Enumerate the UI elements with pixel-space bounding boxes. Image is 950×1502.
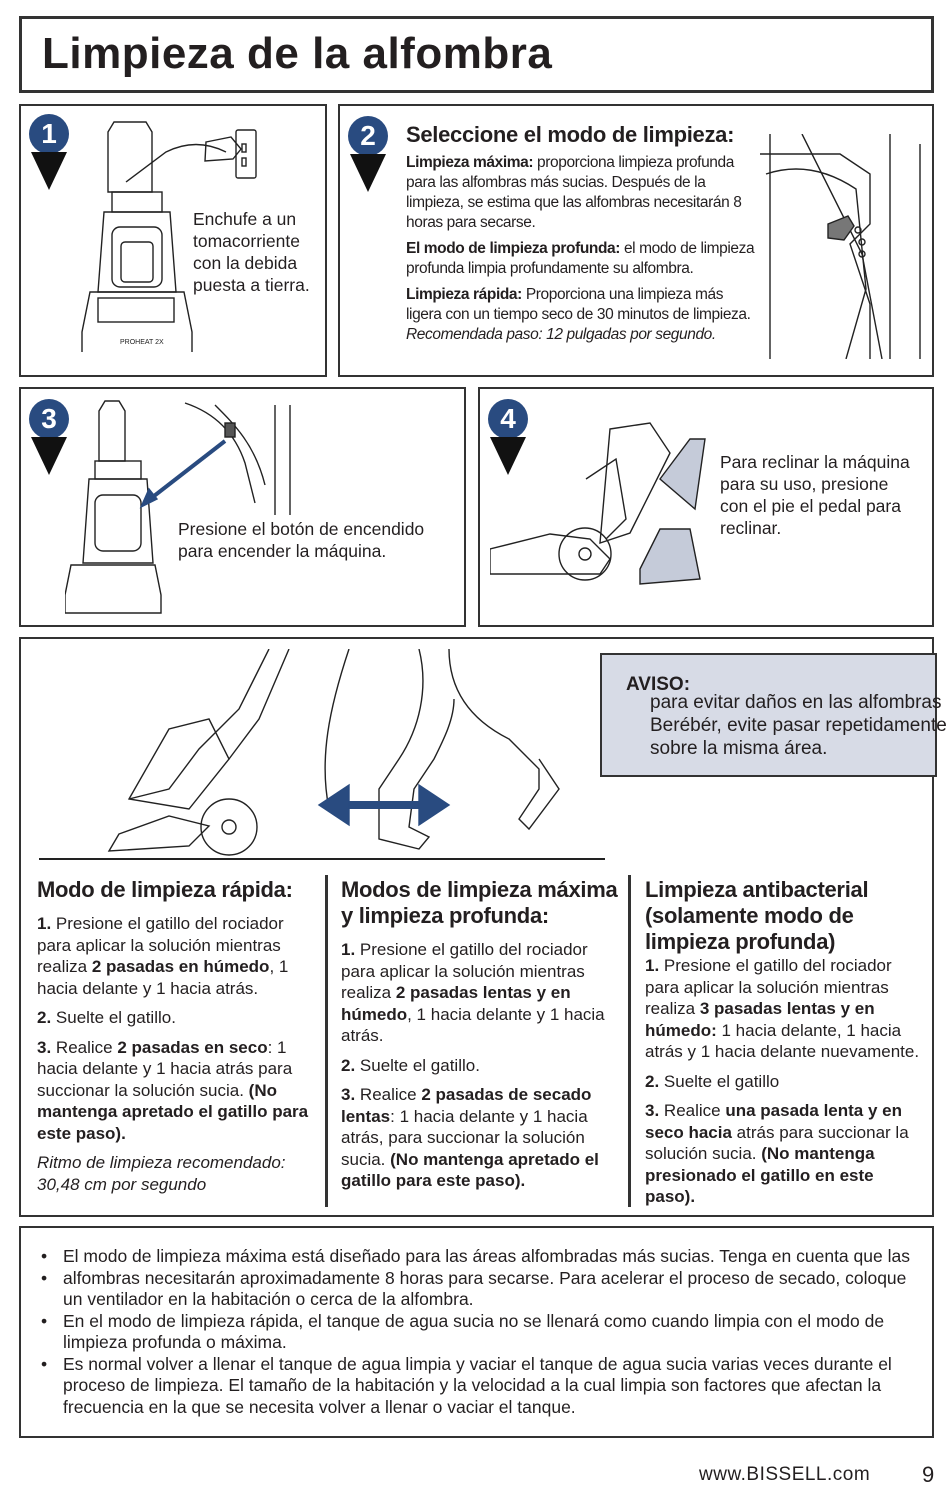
list-item: En el modo de limpieza rápida, el tanque… xyxy=(39,1311,924,1354)
quick-step-1: 1. Presione el gatillo del rociador para… xyxy=(37,914,289,998)
notes-box: El modo de limpieza máxima está diseñado… xyxy=(19,1226,934,1438)
column-divider xyxy=(628,875,631,1207)
step-3-text: Presione el botón de encendido para ence… xyxy=(178,519,425,561)
anti-step-1: 1. Presione el gatillo del rociador para… xyxy=(645,956,920,1061)
max-deep-mode-column: Modos de limpieza máxima y limpieza prof… xyxy=(341,877,621,1192)
anti-step-3: 3. Realice una pasada lenta y en seco ha… xyxy=(645,1101,909,1206)
anti-step-2: 2. Suelte el gatillo xyxy=(645,1071,780,1091)
step-3-badge: 3 xyxy=(29,399,69,475)
down-arrow-icon xyxy=(31,152,67,190)
page-number: 9 xyxy=(922,1462,935,1487)
list-item: alfombras necesitarán aproximadamente 8 … xyxy=(39,1268,924,1311)
max-deep-mode-title: Modos de limpieza máxima y limpieza prof… xyxy=(341,877,618,928)
quick-step-2: 2. Suelte el gatillo. xyxy=(37,1008,176,1027)
power-button-illustration xyxy=(65,400,291,614)
page-title: Limpieza de la alfombra xyxy=(42,29,553,78)
mode-max-desc: Limpieza máxima: proporciona limpieza pr… xyxy=(406,154,742,231)
down-arrow-icon xyxy=(31,437,67,475)
step-1-panel: 1 PROHEAT 2X Enchufe a un tomacorriente … xyxy=(19,104,327,377)
brand-label: PROHEAT 2X xyxy=(120,339,164,346)
step-2-title: Seleccione el modo de limpieza: xyxy=(406,122,735,147)
cleaning-modes-panel: AVISO: para evitar daños en las alfombra… xyxy=(19,637,947,1217)
notice-box: AVISO: para evitar daños en las alfombra… xyxy=(600,653,947,777)
footer-url: www.BISSELL.com xyxy=(699,1464,871,1485)
quick-pace-note: Ritmo de limpieza recomendado: 30,48 cm … xyxy=(37,1153,286,1194)
step-2-number: 2 xyxy=(348,116,388,156)
quick-step-3: 3. Realice 2 pasadas en seco: 1 hacia de… xyxy=(37,1037,309,1143)
quick-mode-title: Modo de limpieza rápida: xyxy=(37,877,293,902)
quick-mode-column: Modo de limpieza rápida: 1. Presione el … xyxy=(37,877,317,1195)
max-step-1: 1. Presione el gatillo del rociador para… xyxy=(341,940,605,1045)
step-1-badge: 1 xyxy=(29,114,69,190)
notice-text: AVISO: para evitar daños en las alfombra… xyxy=(626,674,947,759)
step-4-number: 4 xyxy=(488,399,528,439)
plug-in-illustration: PROHEAT 2X xyxy=(81,121,257,352)
max-step-2: 2. Suelte el gatillo. xyxy=(341,1055,480,1075)
down-arrow-icon xyxy=(490,437,526,475)
title-box: Limpieza de la alfombra xyxy=(19,16,934,93)
notes-list: El modo de limpieza máxima está diseñado… xyxy=(39,1246,924,1418)
step-3-panel: 3 Presione el botón de encendido para en… xyxy=(19,387,466,627)
mode-dial-illustration xyxy=(760,134,921,359)
mode-quick-desc: Limpieza rápida: Proporciona una limpiez… xyxy=(406,286,751,343)
step-4-text: Para reclinar la máquina para su uso, pr… xyxy=(720,452,910,538)
step-2-badge: 2 xyxy=(348,116,388,192)
antibacterial-column: Limpieza antibacterial (solamente modo d… xyxy=(645,877,925,1208)
antibacterial-title: Limpieza antibacterial (solamente modo d… xyxy=(645,877,869,954)
recline-pedal-illustration xyxy=(490,422,706,585)
down-arrow-icon xyxy=(350,154,386,192)
step-1-number: 1 xyxy=(29,114,69,154)
max-step-3: 3. Realice 2 pasadas de secado lentas: 1… xyxy=(341,1085,599,1190)
list-item: El modo de limpieza máxima está diseñado… xyxy=(39,1246,924,1268)
step-1-text: Enchufe a un tomacorriente con la debida… xyxy=(193,209,310,295)
column-divider xyxy=(325,875,328,1207)
step-4-badge: 4 xyxy=(488,399,528,475)
list-item: Es normal volver a llenar el tanque de a… xyxy=(39,1354,924,1419)
step-2-panel: 2 Seleccione el modo de limpieza: Limpie… xyxy=(338,104,934,377)
walking-cleaning-illustration xyxy=(39,649,605,860)
mode-deep-desc: El modo de limpieza profunda: el modo de… xyxy=(406,240,755,277)
step-4-panel: 4 Para reclinar la máquina para su uso, … xyxy=(478,387,934,627)
step-3-number: 3 xyxy=(29,399,69,439)
